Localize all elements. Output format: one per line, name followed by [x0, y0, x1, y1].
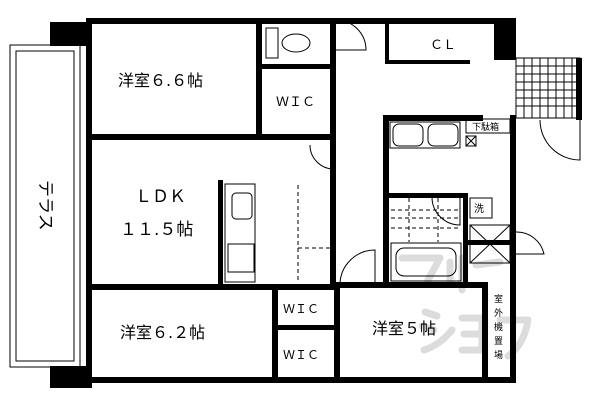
bathtub-icon — [390, 198, 462, 282]
shoe-cabinet-label: 下駄箱 — [472, 121, 499, 133]
western-room-5-label: 洋室５帖 — [372, 319, 436, 338]
wic-label: ＷＩＣ — [283, 302, 319, 316]
washer-label: 洗 — [474, 203, 484, 215]
svg-text:室: 室 — [494, 293, 503, 305]
western-room-6-6-label: 洋室６.６帖 — [118, 71, 203, 90]
toilet-icon — [265, 27, 311, 59]
washer-space: 洗 — [469, 197, 511, 264]
closet-label: ＣＬ — [430, 38, 456, 53]
washbasin-icon — [389, 121, 461, 149]
outdoor-unit-space-label: 室 外 機 置 場 — [494, 293, 503, 361]
svg-text:場: 場 — [494, 349, 503, 361]
terrace: テラス — [9, 22, 90, 388]
wic-label: ＷＩＣ — [283, 348, 319, 362]
svg-text:外: 外 — [494, 307, 503, 319]
ldk-size-label: １１.５帖 — [120, 220, 193, 240]
entrance-tile-floor — [515, 57, 582, 120]
svg-text:置: 置 — [494, 336, 503, 347]
door-swings — [309, 19, 581, 286]
kitchen-counter — [224, 183, 330, 283]
svg-text:機: 機 — [494, 321, 503, 333]
terrace-label: テラス — [35, 180, 55, 231]
ldk-label: ＬＤＫ — [135, 187, 186, 207]
wic-label: ＷＩＣ — [276, 95, 315, 110]
western-room-6-2-label: 洋室６.２帖 — [120, 323, 205, 342]
walls — [86, 18, 516, 388]
shoe-cabinet: 下駄箱 — [465, 118, 511, 147]
